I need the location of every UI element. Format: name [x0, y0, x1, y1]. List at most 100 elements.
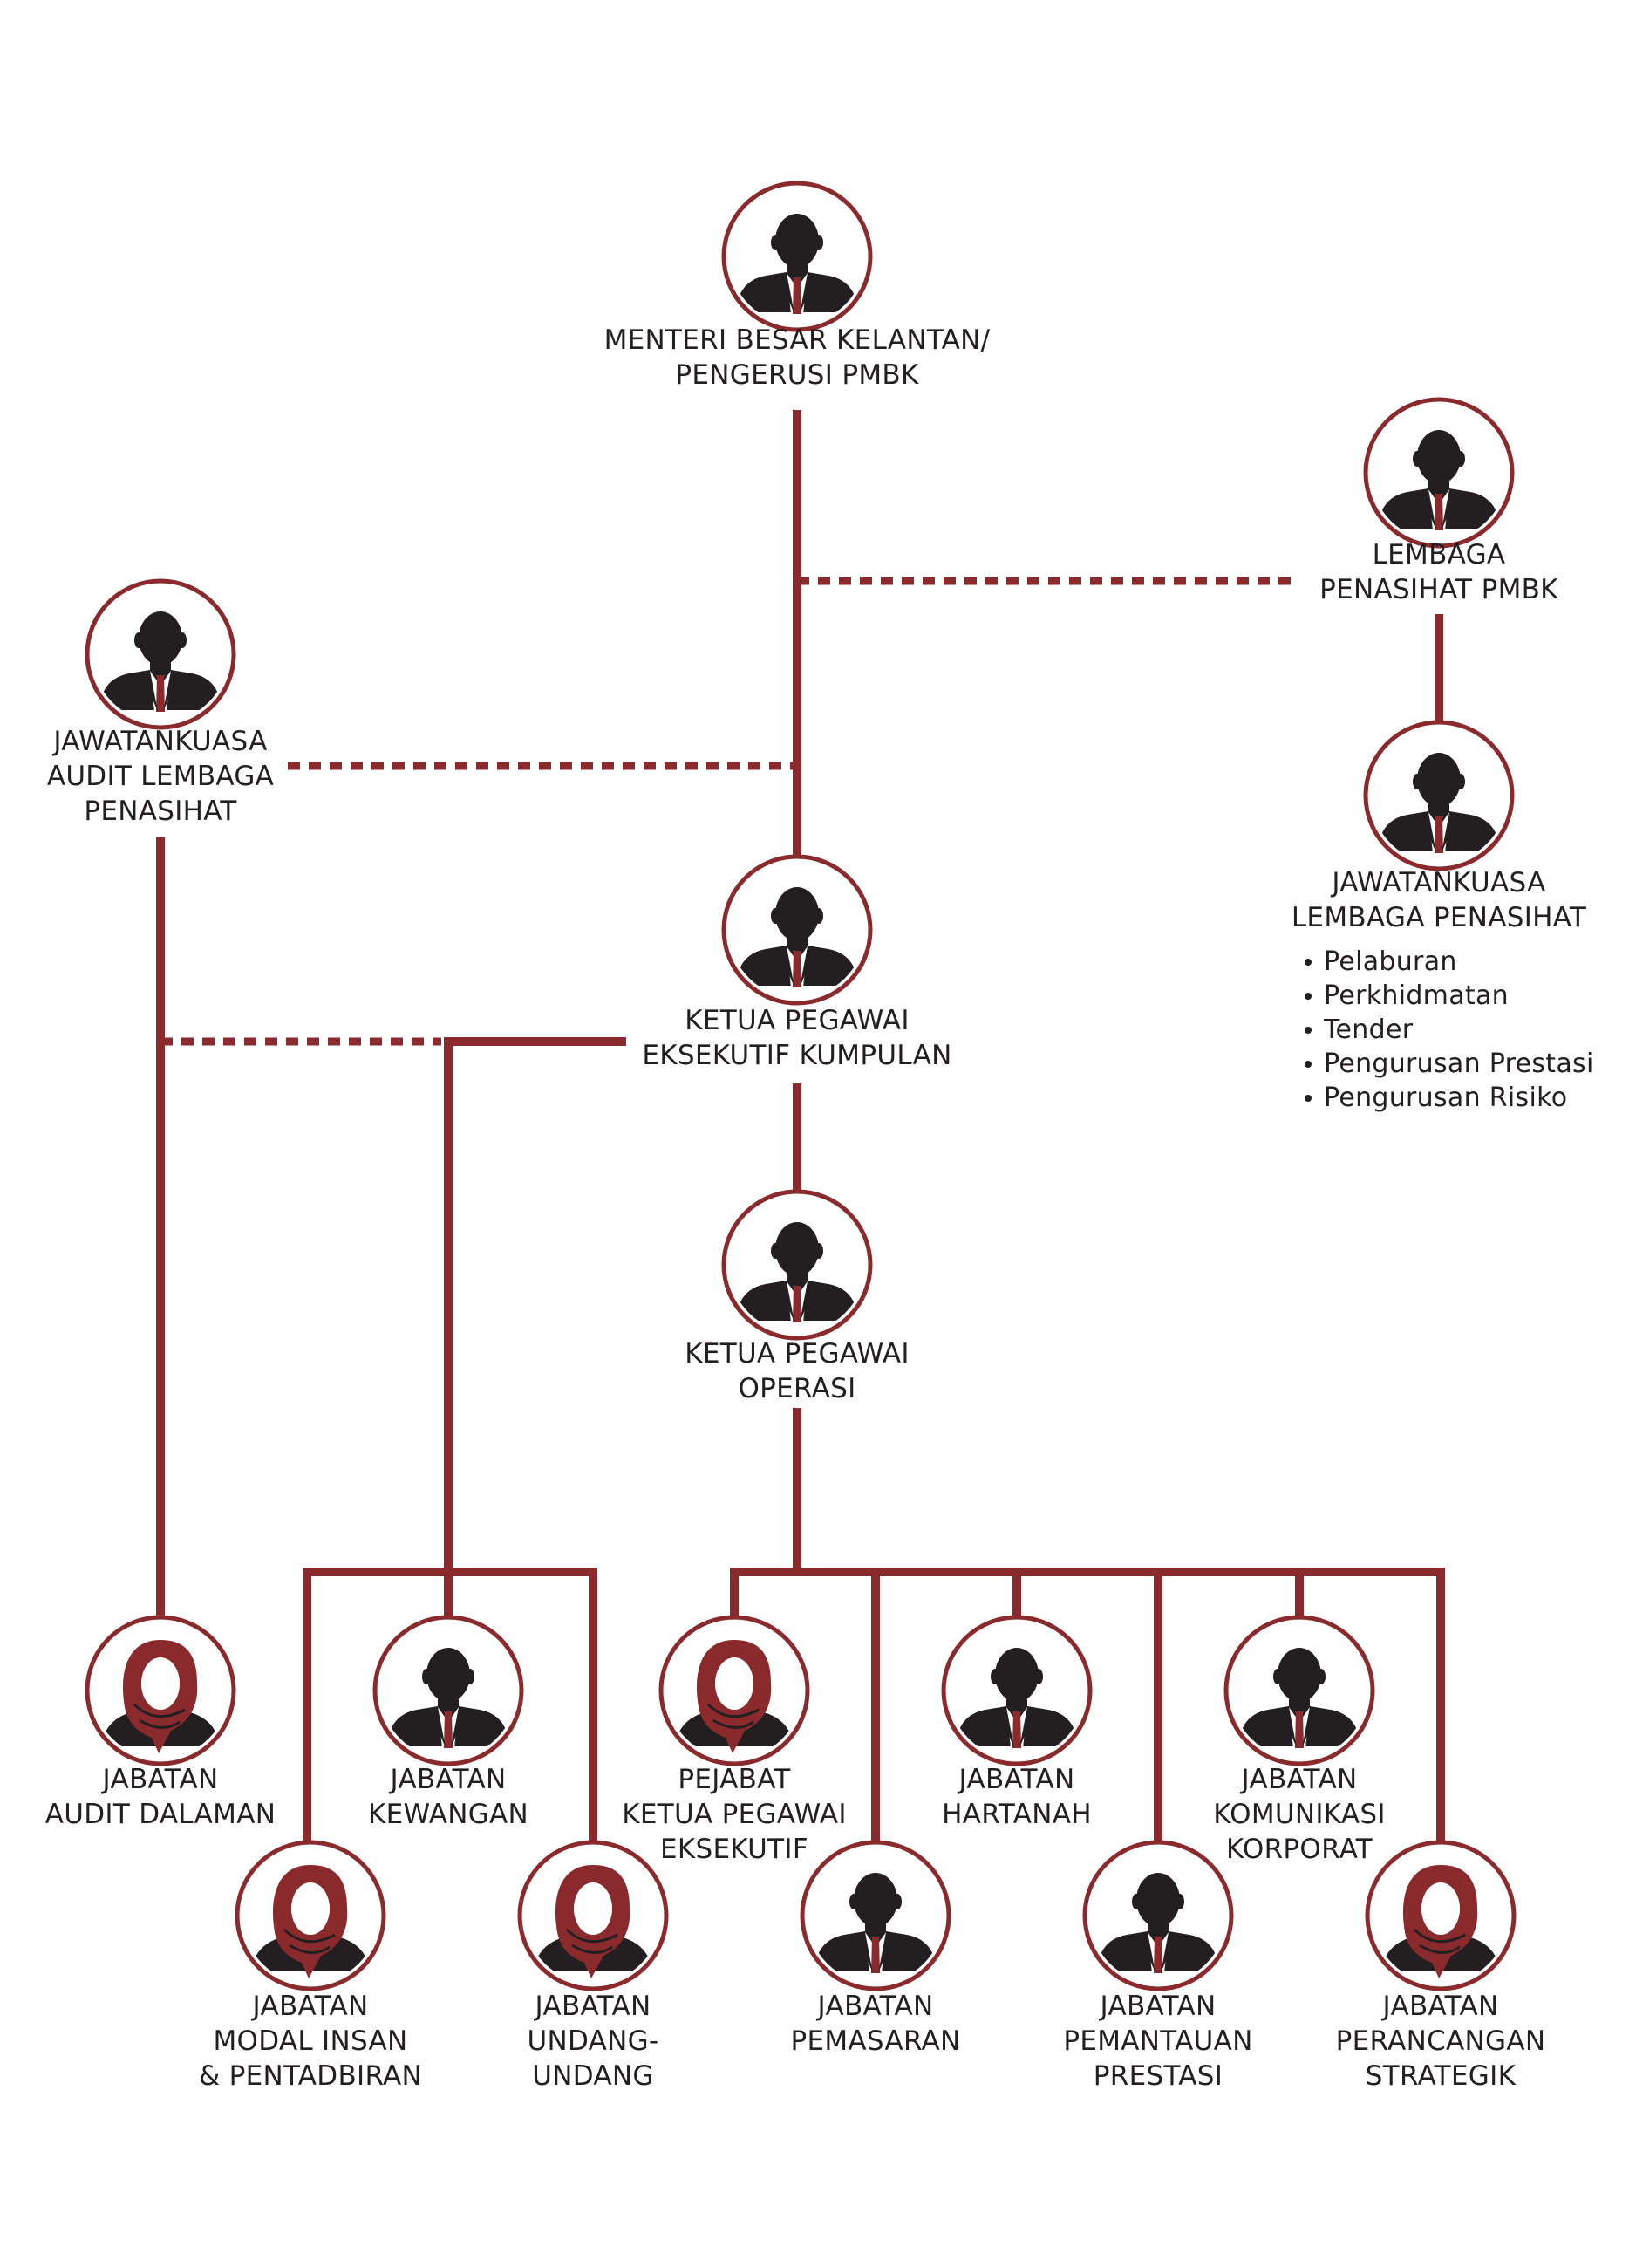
bullet-item: Perkhidmatan [1324, 980, 1509, 1011]
node-label-line: HARTANAH [942, 1799, 1092, 1830]
avatar [736, 214, 858, 314]
tie-icon [793, 277, 801, 314]
man-figure-icon [387, 1648, 509, 1748]
man-figure-icon [736, 214, 858, 314]
avatar [251, 1865, 370, 1978]
man-figure-icon [736, 887, 858, 987]
node-label-line: JAWATANKUASA [1330, 867, 1545, 898]
connector-ceo-to-undang-solid [448, 1568, 597, 1842]
avatar [1378, 430, 1500, 530]
man-figure-icon [1097, 1873, 1219, 1973]
node-label-line: JABATAN [1381, 1991, 1499, 2022]
tie-icon [156, 675, 165, 712]
node-label-line: JAWATANKUASA [51, 726, 267, 757]
bullet-item: Pengurusan Risiko [1324, 1083, 1567, 1113]
node-label-line: KOMUNIKASI [1213, 1799, 1386, 1830]
avatar [1238, 1648, 1360, 1748]
avatar [1097, 1873, 1219, 1973]
node-label-line: PEMANTAUAN [1063, 2025, 1252, 2057]
bullet-item: Pelaburan [1324, 946, 1457, 977]
man-figure-icon [1378, 753, 1500, 853]
avatar [534, 1865, 652, 1978]
avatar [1378, 753, 1500, 853]
tie-icon [444, 1711, 453, 1748]
node-label-line: KEWANGAN [368, 1799, 528, 1830]
tie-icon [1295, 1711, 1304, 1748]
node-label-line: & PENTADBIRAN [199, 2060, 422, 2092]
org-node-audit-dalaman: JABATAN AUDIT DALAMAN [45, 1615, 276, 1830]
tie-icon [793, 1286, 801, 1322]
woman-hijab-figure-icon [251, 1865, 370, 1978]
tie-icon [793, 951, 801, 987]
node-label-line: PENASIHAT [84, 796, 237, 827]
node-label-line: JABATAN [534, 1991, 651, 2022]
node-label-line: UNDANG [532, 2060, 653, 2092]
avatar [814, 1873, 937, 1973]
org-node-hartanah: JABATAN HARTANAH [941, 1615, 1093, 1830]
bullet-icon [1305, 1061, 1312, 1068]
node-label-line: MODAL INSAN [213, 2025, 407, 2057]
bullet-icon [1305, 1095, 1312, 1102]
connector-lines [156, 410, 1445, 1842]
node-label-line: JABATAN [958, 1764, 1075, 1795]
connector-ceo-to-kewangan-solid [444, 1037, 626, 1617]
tie-icon [871, 1937, 880, 1973]
org-node-pejabat-ceo: PEJABAT KETUA PEGAWAI EKSEKUTIF [622, 1615, 847, 1865]
avatar [101, 1640, 220, 1753]
node-label-line: JABATAN [1099, 1991, 1217, 2022]
connector-coo-to-perancangan-solid [1299, 1568, 1445, 1842]
org-nodes: MENTERI BESAR KELANTAN/PENGERUSI PMBK LEM… [45, 181, 1593, 2092]
node-label-line: PEJABAT [678, 1764, 791, 1795]
bullet-icon [1305, 959, 1312, 966]
node-label-line: STRATEGIK [1366, 2060, 1517, 2092]
node-label-line: KORPORAT [1226, 1834, 1373, 1865]
tie-icon [1435, 816, 1443, 853]
avatar [387, 1648, 509, 1748]
node-label-line: PRESTASI [1094, 2060, 1223, 2092]
man-figure-icon [956, 1648, 1078, 1748]
woman-hijab-figure-icon [675, 1640, 794, 1753]
node-label-line: KETUA PEGAWAI [622, 1799, 847, 1830]
man-figure-icon [99, 611, 222, 712]
woman-hijab-figure-icon [1381, 1865, 1500, 1978]
tie-icon [1154, 1937, 1162, 1973]
node-label-line: JABATAN [389, 1764, 507, 1795]
man-figure-icon [1378, 430, 1500, 530]
node-label-line: JABATAN [251, 1991, 369, 2022]
connector-coo-to-komunikasi-solid [1158, 1568, 1304, 1617]
node-label-line: LEMBAGA [1373, 539, 1506, 570]
org-node-menteri-besar: MENTERI BESAR KELANTAN/PENGERUSI PMBK [604, 181, 990, 391]
tie-icon [1012, 1711, 1021, 1748]
avatar [99, 611, 222, 712]
woman-hijab-figure-icon [534, 1865, 652, 1978]
man-figure-icon [814, 1873, 937, 1973]
node-label-line: PENASIHAT PMBK [1319, 574, 1558, 605]
node-label-line: KETUA PEGAWAI [685, 1338, 910, 1370]
avatar [1381, 1865, 1500, 1978]
org-node-lembaga-penasihat: LEMBAGA PENASIHAT PMBK [1319, 397, 1558, 605]
bullet-icon [1305, 993, 1312, 1000]
connector-ceo-to-modal-insan-solid [303, 1568, 448, 1842]
org-node-komunikasi: JABATAN KOMUNIKASI KORPORAT [1213, 1615, 1386, 1865]
node-label-line: JABATAN [101, 1764, 219, 1795]
bullet-icon [1305, 1027, 1312, 1034]
woman-hijab-figure-icon [101, 1640, 220, 1753]
node-label-line: JABATAN [1240, 1764, 1358, 1795]
node-label-line: PENGERUSI PMBK [675, 359, 919, 391]
node-label-line: AUDIT DALAMAN [45, 1799, 276, 1830]
avatar [736, 887, 858, 987]
node-label-line: EKSEKUTIF KUMPULAN [642, 1040, 951, 1071]
org-node-kewangan: JABATAN KEWANGAN [368, 1615, 528, 1830]
avatar [736, 1222, 858, 1322]
node-label-line: EKSEKUTIF [660, 1834, 808, 1865]
